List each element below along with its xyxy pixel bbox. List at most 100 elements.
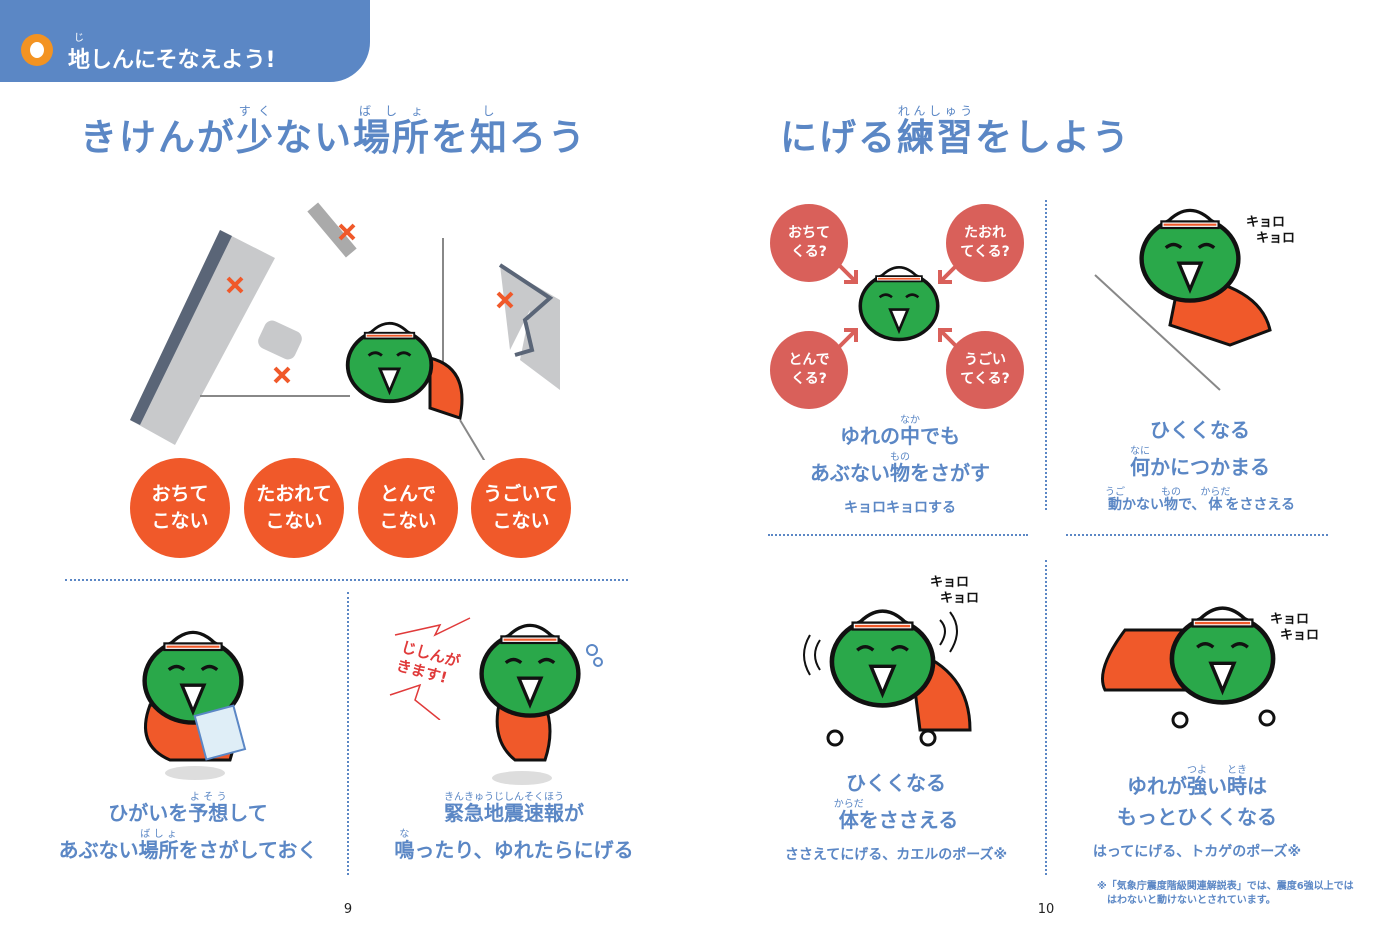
- divider: [1066, 534, 1328, 536]
- ruby-text: 体からだ: [1200, 487, 1230, 513]
- furigana: ばしょ: [138, 829, 179, 840]
- furigana: つよ: [1187, 765, 1207, 776]
- base-text: 強: [1187, 774, 1207, 798]
- lightning-decoration: [389, 617, 471, 720]
- footnote-line: はわないと動けないとされています。: [1107, 895, 1276, 906]
- text-line: ゆれの中なかでも: [810, 415, 990, 452]
- question-circle-toppling: たおれてくる?: [946, 204, 1024, 282]
- falling-light-icon: [307, 202, 357, 258]
- text: で、: [1177, 497, 1206, 513]
- text: ない: [275, 116, 353, 159]
- text: ひがいを: [108, 801, 189, 825]
- text-line: ひくくなる: [1105, 415, 1295, 446]
- ruby-text: 緊急地震速報きんきゅうじしんそくほう: [444, 792, 564, 825]
- divider: [347, 592, 349, 875]
- caption-sub: ささえてにげる、カエルのポーズ※: [784, 847, 1008, 863]
- label: たおれて: [256, 483, 332, 505]
- text: にげる: [780, 116, 897, 159]
- furigana: ばしょ: [353, 104, 431, 118]
- divider: [1045, 560, 1047, 875]
- danger-x-marks: [226, 223, 514, 384]
- base-text: 動: [1104, 497, 1125, 513]
- hazard-circle-flying: とんでこない: [358, 458, 458, 558]
- text: あぶない: [58, 838, 139, 862]
- kyoro-line: キョロ: [930, 575, 970, 590]
- map-icon: [193, 704, 247, 761]
- furigana: とき: [1227, 765, 1247, 776]
- furigana: からだ: [833, 799, 864, 810]
- base-text: 体: [833, 808, 864, 832]
- text: ひくくなる: [1149, 418, 1250, 442]
- kyoro-label: キョロキョロ: [1270, 612, 1319, 644]
- ruby-text: 鳴な: [394, 829, 414, 862]
- base-text: 時: [1227, 774, 1247, 798]
- caption-sub: キョロキョロする: [844, 500, 956, 516]
- left-page-title: きけんが少すくない場所ばしょを知しろう: [80, 104, 587, 161]
- section-bullet-icon: [21, 34, 53, 66]
- text: を: [431, 116, 470, 159]
- label: うごいて: [483, 483, 559, 505]
- furigana: なに: [1129, 446, 1150, 457]
- label: うごい: [964, 352, 1006, 368]
- label: おちて: [788, 225, 830, 241]
- footnote-line: ※「気象庁震度階級関連解説表」では、震度6強以上では: [1097, 881, 1354, 892]
- text: をさがす: [910, 461, 990, 485]
- ruby-text: 物もの: [890, 452, 910, 485]
- furigana: れんしゅう: [897, 104, 975, 118]
- question-circle-flying: とんでくる?: [770, 331, 848, 409]
- text: い: [1207, 774, 1227, 798]
- base-text: 知: [470, 116, 509, 159]
- text: ゆれが: [1127, 774, 1187, 798]
- question-circle-falling: おちてくる?: [770, 204, 848, 282]
- ruby-text: 物もの: [1161, 487, 1181, 513]
- footnote: ※「気象庁震度階級関連解説表」では、震度6強以上でははわないと動けないとされてい…: [1097, 880, 1354, 908]
- text: が: [563, 801, 584, 825]
- base-text: 少: [236, 116, 275, 159]
- ruby-text: 練習れんしゅう: [897, 104, 975, 159]
- divider: [1045, 200, 1047, 510]
- ruby-text: 場所ばしょ: [138, 829, 179, 862]
- text: して: [228, 801, 268, 825]
- text-line: ひくくなる: [785, 768, 1007, 799]
- page-number-left: 9: [343, 902, 353, 917]
- label: とんで: [379, 483, 437, 505]
- character-looking-around: [836, 262, 960, 350]
- ruby-text: 知し: [470, 104, 509, 159]
- kyoro-line: キョロ: [1270, 612, 1310, 627]
- caption-get-low-hold: ひくくなる何なにかにつかまる 動うごかない物もので、体からだをささえる: [1105, 415, 1295, 521]
- kyoro-line: キョロ: [940, 591, 980, 606]
- character-lizard-pose: [1101, 590, 1276, 729]
- furigana: よそう: [188, 792, 229, 803]
- right-page-title: にげる練習れんしゅうをしよう: [780, 104, 1131, 161]
- text: かにつかまる: [1149, 455, 1270, 479]
- text-line: ゆれが強つよい時ときは: [1093, 765, 1301, 802]
- label: こない: [265, 510, 323, 532]
- furigana: うご: [1104, 487, 1125, 498]
- furigana: もの: [1160, 487, 1181, 498]
- text: でも: [920, 424, 960, 448]
- ruby-text: 少すく: [236, 104, 275, 159]
- caption-predict-damage: ひがいを予想よそうしてあぶない場所ばしょをさがしておく: [59, 792, 318, 866]
- text-line: ひがいを予想よそうして: [59, 792, 318, 829]
- furigana: すく: [236, 104, 275, 118]
- text: をささえる: [858, 808, 959, 832]
- base-text: 練習: [897, 116, 975, 159]
- flying-object-icon: [258, 320, 302, 360]
- section-header-band: [0, 0, 370, 82]
- kyoro-label: キョロキョロ: [930, 575, 979, 607]
- base-text: 場所: [138, 838, 179, 862]
- kyoro-line: キョロ: [1256, 231, 1296, 246]
- label: たおれ: [964, 225, 1006, 241]
- arrow-icons: [836, 262, 960, 350]
- text-line: あぶない物ものをさがす: [810, 452, 990, 489]
- furigana: からだ: [1200, 487, 1231, 498]
- base-text: 場所: [353, 116, 431, 159]
- furigana: きんきゅうじしんそくほう: [443, 792, 564, 803]
- kyoro-line: キョロ: [1246, 215, 1286, 230]
- character-with-map: [130, 615, 247, 780]
- label: てくる?: [960, 371, 1010, 387]
- text: もっとひくくなる: [1117, 805, 1277, 829]
- text: あぶない: [810, 461, 890, 485]
- text: ゆれの: [840, 424, 900, 448]
- page-number-right: 10: [1037, 902, 1055, 917]
